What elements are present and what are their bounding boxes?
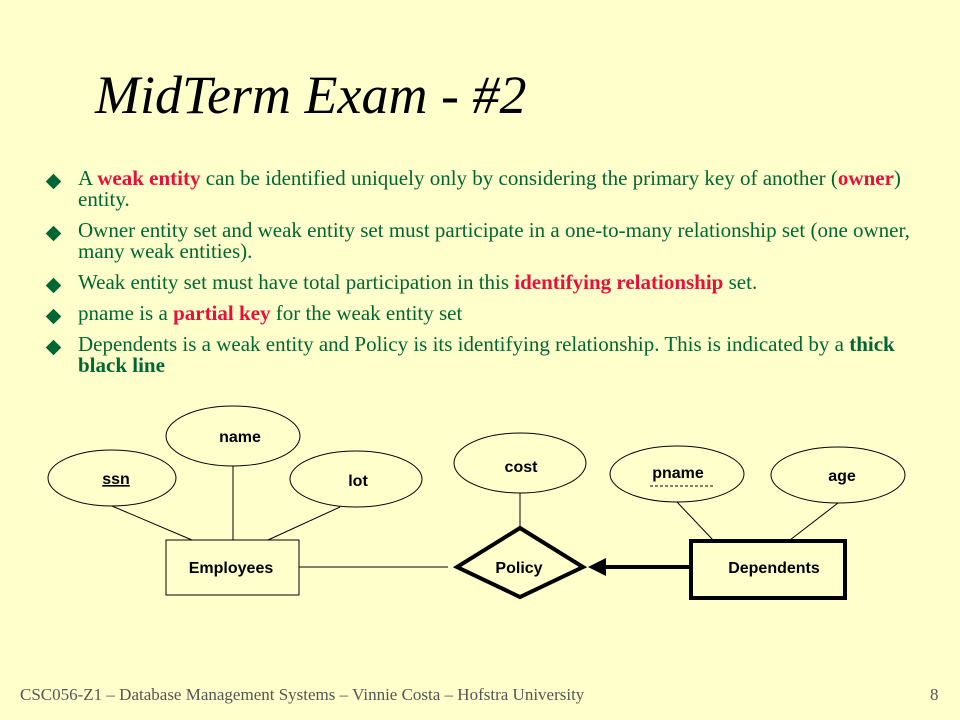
er-diagram: ssn name lot cost pname age Employees De… — [47, 405, 906, 600]
dependents-entity — [689, 539, 847, 600]
cost-label: cost — [505, 459, 539, 476]
arrowhead-icon — [588, 558, 606, 576]
lot-connector — [267, 506, 341, 541]
slide-title: MidTerm Exam - #2 — [95, 65, 527, 125]
age-label: age — [828, 468, 856, 485]
diamond-bullet-icon — [45, 277, 62, 294]
bullet-item-weak-entity: A weak entity can be identified uniquely… — [44, 168, 944, 210]
bullet-item-total-participation: Weak entity set must have total particip… — [44, 272, 944, 294]
dependents-label: Dependents — [728, 560, 820, 577]
pname-label: pname — [652, 465, 704, 482]
bullet-list: A weak entity can be identified uniquely… — [44, 168, 944, 386]
name-label: name — [219, 429, 261, 446]
bullet-item-one-to-many: Owner entity set and weak entity set mus… — [44, 220, 944, 262]
cost-attribute — [453, 432, 587, 494]
employees-label: Employees — [189, 560, 274, 577]
policy-label: Policy — [495, 560, 542, 577]
age-attribute — [770, 446, 906, 504]
page-number: 8 — [930, 685, 939, 704]
diamond-bullet-icon — [45, 225, 62, 242]
ssn-label: ssn — [102, 471, 130, 488]
pname-attribute — [609, 445, 745, 503]
age-connector — [789, 502, 839, 541]
bullet-item-thick-line: Dependents is a weak entity and Policy i… — [44, 334, 944, 376]
name-attribute — [165, 405, 301, 467]
pname-connector — [676, 501, 714, 541]
diamond-bullet-icon — [45, 339, 62, 356]
diamond-bullet-icon — [45, 173, 62, 190]
ssn-connector — [111, 505, 193, 541]
diamond-bullet-icon — [45, 308, 62, 325]
policy-relationship — [452, 525, 588, 600]
lot-attribute — [289, 450, 423, 508]
bullet-item-partial-key: pname is a partial key for the weak enti… — [44, 303, 944, 325]
lot-label: lot — [348, 473, 368, 490]
employees-entity — [165, 539, 300, 596]
ssn-attribute — [47, 449, 177, 507]
slide-footer: CSC056-Z1 – Database Management Systems … — [20, 685, 585, 704]
